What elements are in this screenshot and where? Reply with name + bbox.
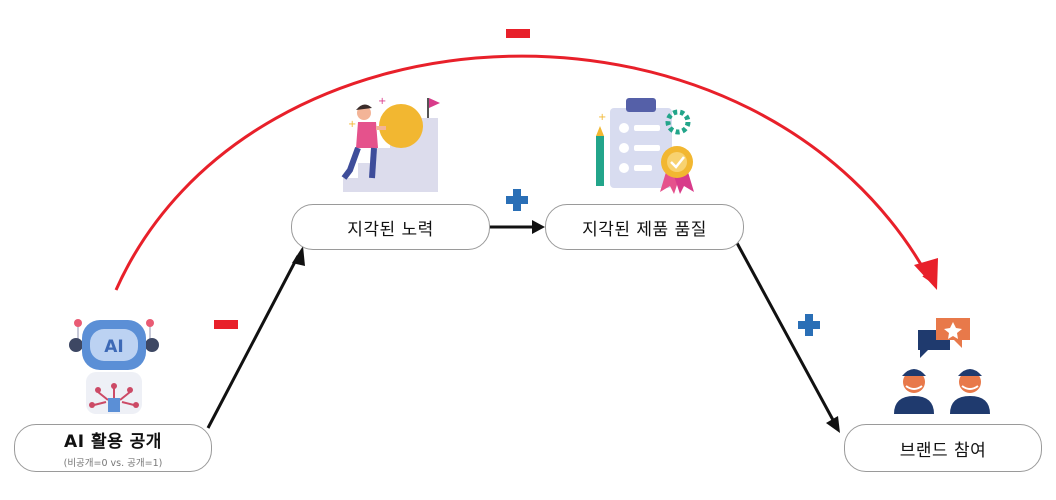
- svg-text:+: +: [348, 119, 356, 130]
- plus-sign-icon: [506, 189, 528, 211]
- svg-text:+: +: [598, 112, 606, 123]
- node-perceived-quality: 지각된 제품 품질: [545, 204, 744, 250]
- minus-sign-icon: [214, 320, 238, 329]
- node-quality-label: 지각된 제품 품질: [582, 219, 707, 240]
- robot-icon: AI: [69, 319, 159, 414]
- node-brand-label: 브랜드 참여: [899, 440, 987, 461]
- plus-sign-icon: [798, 314, 820, 336]
- node-ai-label: AI 활용 공개: [64, 432, 162, 452]
- arrowhead-black-1: [292, 246, 305, 266]
- node-effort-label: 지각된 노력: [347, 219, 434, 240]
- edge-ai-to-brand: [114, 54, 932, 291]
- arrowhead-red: [914, 258, 938, 290]
- node-ai-disclosure: AI 활용 공개 (비공개=0 vs. 공개=1): [14, 424, 212, 472]
- svg-text:AI: AI: [104, 337, 123, 357]
- minus-sign-icon: [506, 29, 530, 38]
- customers-feedback-icon: [894, 318, 990, 414]
- edge-quality-to-brand: [735, 242, 835, 421]
- edge-ai-to-effort: [206, 255, 300, 429]
- node-brand-engagement: 브랜드 참여: [844, 424, 1042, 472]
- svg-text:+: +: [378, 96, 386, 107]
- checklist-badge-icon: +: [596, 98, 694, 194]
- node-ai-sublabel: (비공개=0 vs. 공개=1): [63, 458, 163, 469]
- climbing-stairs-icon: + +: [341, 96, 440, 192]
- arrowhead-black-3: [826, 416, 840, 433]
- node-perceived-effort: 지각된 노력: [291, 204, 490, 250]
- arrowhead-black-2: [532, 220, 545, 234]
